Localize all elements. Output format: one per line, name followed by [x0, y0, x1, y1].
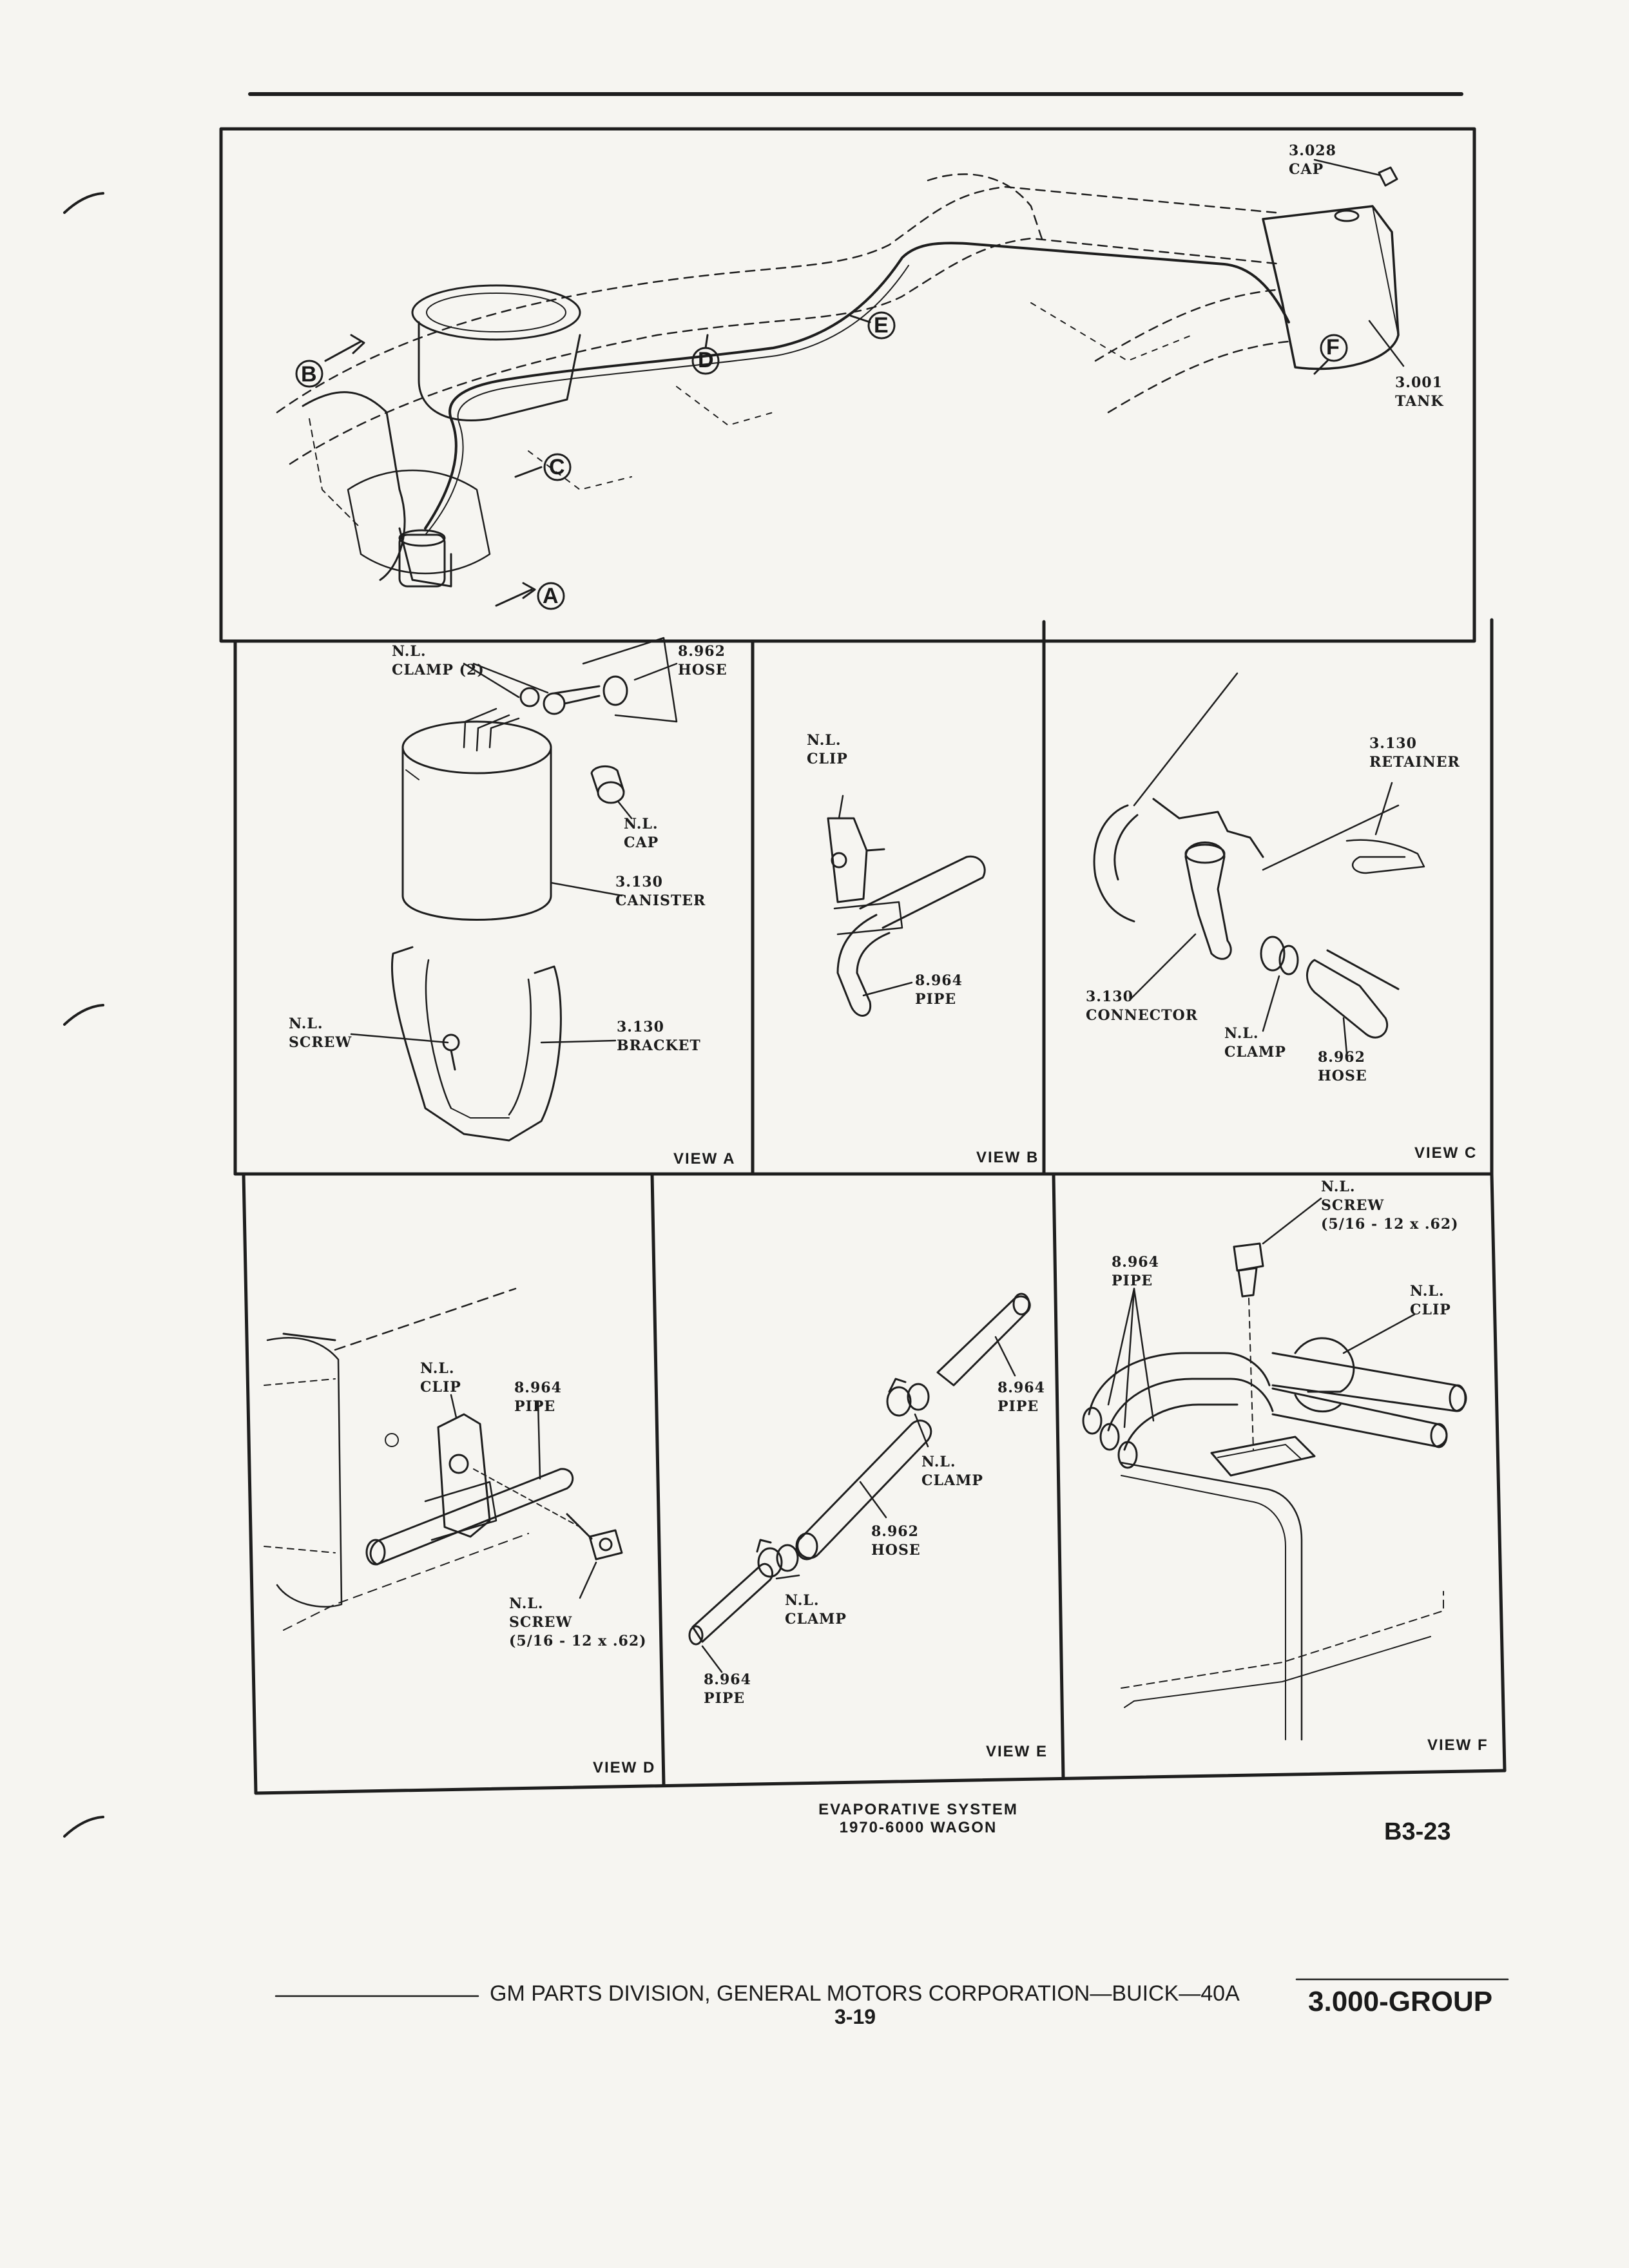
footer-page-number: 3-19 — [834, 2005, 876, 2028]
label-a-cap: N.L. CAP — [624, 816, 659, 851]
label-a-clamp: N.L. CLAMP (2) — [392, 643, 485, 678]
frame-borders — [219, 127, 1507, 1795]
label-f-clip: N.L. CLIP — [1410, 1283, 1451, 1318]
label-e-pipe-top: 8.964 PIPE — [998, 1379, 1045, 1415]
label-f-pipe: 8.964 PIPE — [1112, 1254, 1159, 1289]
label-fuel-tank: 3.001 TANK — [1395, 374, 1444, 410]
view-d-art — [264, 1287, 623, 1631]
label-e-clamp-top: N.L. CLAMP — [921, 1454, 983, 1489]
view-f-art — [1082, 1197, 1467, 1741]
overview-chassis-art — [276, 166, 1400, 588]
label-c-hose: 8.962 HOSE — [1318, 1049, 1367, 1084]
view-b-title: VIEW B — [976, 1149, 1039, 1166]
view-d-title: VIEW D — [593, 1759, 656, 1776]
label-b-clip: N.L. CLIP — [807, 732, 848, 767]
label-b-pipe: 8.964 PIPE — [915, 972, 963, 1008]
view-marker-b[interactable]: B — [301, 362, 317, 387]
figure-caption: EVAPORATIVE SYSTEM 1970-6000 WAGON — [709, 1801, 1128, 1837]
view-marker-d[interactable]: D — [698, 348, 714, 372]
label-a-canister: 3.130 CANISTER — [615, 874, 706, 909]
label-f-screw: N.L. SCREW (5/16 - 12 x .62) — [1321, 1178, 1459, 1233]
label-c-retainer: 3.130 RETAINER — [1369, 735, 1460, 771]
view-c-title: VIEW C — [1414, 1144, 1478, 1162]
label-a-bracket: 3.130 BRACKET — [617, 1019, 701, 1054]
view-e-art — [688, 1293, 1031, 1673]
footer-group: 3.000-GROUP — [1308, 1986, 1493, 2017]
caption-line-1: EVAPORATIVE SYSTEM — [818, 1801, 1018, 1818]
view-marker-c[interactable]: C — [549, 455, 565, 479]
caption-line-2: 1970-6000 WAGON — [839, 1819, 998, 1836]
figure-id: B3-23 — [1384, 1818, 1451, 1845]
label-e-clamp-bottom: N.L. CLAMP — [785, 1592, 847, 1628]
overview-leaders — [1313, 159, 1405, 367]
view-b-art — [827, 794, 986, 1017]
view-a-title: VIEW A — [673, 1150, 736, 1168]
label-d-pipe: 8.964 PIPE — [514, 1379, 562, 1415]
label-a-screw: N.L. SCREW — [289, 1015, 352, 1051]
view-a-art — [350, 637, 678, 1142]
view-marker-f[interactable]: F — [1326, 335, 1340, 360]
view-marker-a[interactable]: A — [543, 584, 559, 608]
label-c-clamp: N.L. CLAMP — [1224, 1025, 1286, 1061]
label-a-hose: 8.962 HOSE — [678, 643, 728, 678]
label-fuel-cap: 3.028 CAP — [1289, 142, 1336, 178]
view-f-title: VIEW F — [1427, 1736, 1489, 1754]
footer-rules — [275, 1978, 1509, 1997]
label-d-clip: N.L. CLIP — [420, 1360, 461, 1396]
footer-publisher: GM PARTS DIVISION, GENERAL MOTORS CORPOR… — [490, 1981, 1240, 2006]
label-e-hose: 8.962 HOSE — [871, 1523, 921, 1559]
view-marker-e[interactable]: E — [874, 313, 889, 338]
view-locator-arrows — [295, 311, 1348, 610]
label-c-connector: 3.130 CONNECTOR — [1086, 988, 1198, 1024]
view-c-art — [1093, 672, 1425, 1055]
label-e-pipe-bottom: 8.964 PIPE — [704, 1671, 751, 1707]
view-e-title: VIEW E — [986, 1743, 1048, 1760]
label-d-screw: N.L. SCREW (5/16 - 12 x .62) — [509, 1595, 647, 1649]
punch-marks — [63, 192, 104, 1838]
